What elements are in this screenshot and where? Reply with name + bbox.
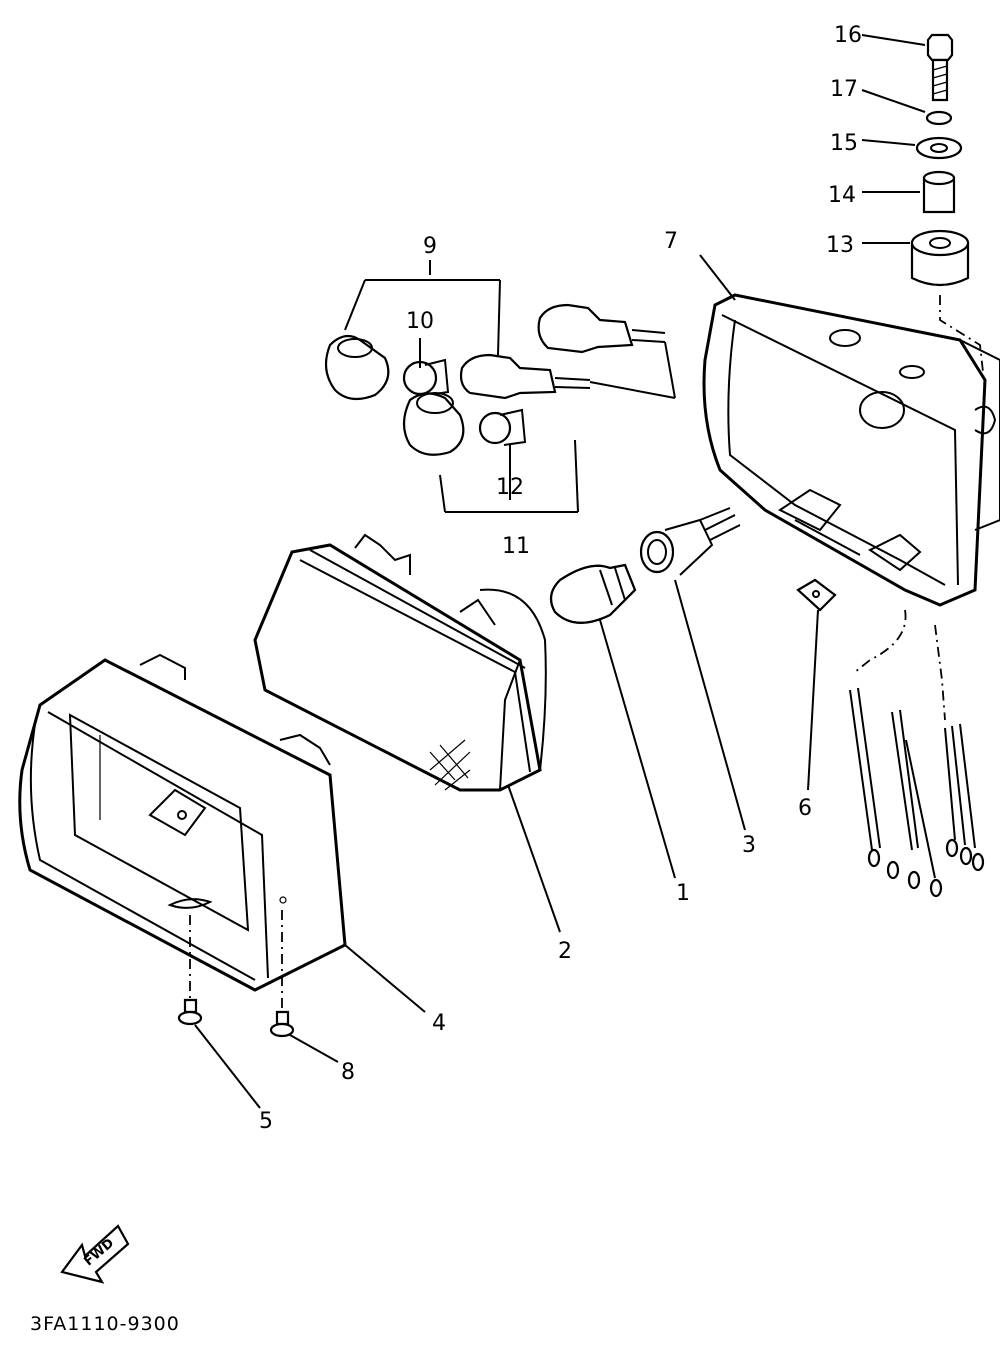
leader-lines	[194, 34, 926, 1109]
label-14: 14	[828, 183, 856, 208]
fwd-arrow-icon: FWD	[60, 1224, 130, 1284]
label-11: 11	[502, 534, 530, 559]
label-7: 7	[664, 229, 678, 254]
nut-clip-part	[796, 578, 837, 612]
mounting-hardware-stack	[910, 33, 986, 391]
screw-part-8	[269, 910, 295, 1038]
drawing-code: 3FA1110-9300	[30, 1313, 180, 1335]
label-4: 4	[432, 1011, 446, 1036]
label-5: 5	[259, 1109, 273, 1134]
label-2: 2	[558, 939, 572, 964]
part-number-labels: 1 2 3 4 5 6 7 8 9 10 11 12 13 14 15 16 1…	[259, 23, 862, 1134]
label-8: 8	[341, 1060, 355, 1085]
headlight-bulb-part	[549, 563, 637, 624]
label-16: 16	[834, 23, 862, 48]
label-15: 15	[830, 131, 858, 156]
headlight-rim-part	[18, 653, 347, 992]
label-3: 3	[742, 833, 756, 858]
screw-part-5	[177, 915, 203, 1026]
label-10: 10	[406, 309, 434, 334]
label-13: 13	[826, 233, 854, 258]
label-12: 12	[496, 475, 524, 500]
label-9: 9	[423, 234, 437, 259]
label-17: 17	[830, 77, 858, 102]
bulb-socket-part	[639, 507, 741, 576]
headlight-housing-part	[702, 293, 1000, 607]
label-6: 6	[798, 796, 812, 821]
wire-harness-part	[849, 609, 985, 898]
sealed-beam-unit-part	[253, 533, 547, 792]
position-light-assembly	[324, 303, 666, 456]
label-1: 1	[676, 881, 690, 906]
